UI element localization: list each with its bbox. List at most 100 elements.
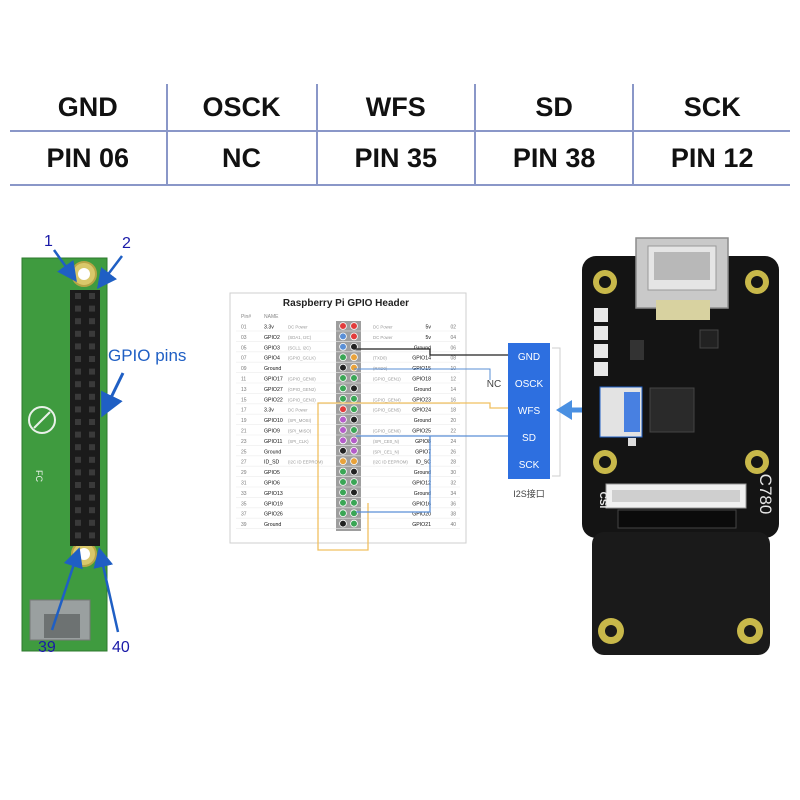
gpio-table-title: Raspberry Pi GPIO Header [283,298,409,309]
gpio-pin-name: GPIO3 [264,345,280,351]
gpio-pin-function: DC Power [373,325,393,330]
label-pin-2: 2 [122,235,131,252]
i2s-pin-wfs: WFS [518,406,541,417]
i2s-pin-sck: SCK [519,460,540,471]
pin-table-header-gnd: GND [10,84,167,132]
gpio-pins-label: GPIO pins [108,346,186,365]
gpio-pin-name: Ground [414,345,431,351]
gpio-pin-function: (SPI_CE1_N) [373,449,400,454]
pi-header-pin [89,293,95,299]
i2s-pin-gnd: GND [518,352,540,363]
pi-header-pin [75,356,81,362]
gpio-pin-function: (I2C ID EEPROM) [288,460,323,465]
gpio-pin-dot [350,446,358,455]
gpio-pin-number: 34 [450,491,456,497]
pi-header-pin [89,318,95,325]
gpio-pin-name: GPIO4 [264,356,280,362]
pi-header-pin [75,482,81,488]
gpio-pin-dot [339,353,347,362]
pi-header-pin [75,305,81,312]
gpio-pin-name: GPIO6 [264,481,280,487]
i2s-pin-osck: OSCK [515,379,544,390]
gpio-pin-dot [350,457,358,466]
i2s-pin-box [508,343,550,479]
gpio-pin-dot [339,394,347,403]
gpio-pin-name: GPIO25 [412,429,431,435]
gpio-pin-dot [339,467,347,476]
gpio-pin-function: DC Power [373,335,393,340]
gpio-pin-name: 5v [426,335,432,341]
gpio-pin-function: (GPIO_GCLK) [288,356,316,361]
pi-header-pin [75,368,81,375]
gpio-pin-number: 13 [241,387,247,393]
gpio-pin-number: 12 [450,377,456,383]
gpio-pin-dot [350,363,358,372]
gpio-pin-number: 11 [241,377,246,383]
pi-header-pin [89,431,95,438]
gpio-pin-function: (SDA1, I2C) [288,335,312,340]
gpio-pin-function: (SPI_CE0_N) [373,439,400,444]
gpio-pin-function: (SPI_MISO) [288,429,312,434]
pin-table-value-osck: NC [165,131,317,186]
gpio-pin-dot [350,509,358,518]
pi-header-pin [75,419,81,425]
gpio-pin-name: GPIO20 [412,512,431,518]
pi-header-pin [89,532,95,539]
pi-silkscreen: FC [34,470,44,482]
pi-header-pin [89,393,95,400]
label-pin-40: 40 [112,639,130,656]
pi-header-pin [89,519,95,526]
module-lower-board [592,532,770,655]
gpio-pin-dot [339,457,347,466]
gpio-pin-number: 29 [241,470,247,476]
pin-table-header-row: GND OSCK WFS SD SCK [10,84,790,132]
gpio-pin-function: DC Power [288,408,308,413]
module-chip [649,387,695,433]
gpio-pin-name: GPIO5 [264,470,280,476]
gpio-pin-number: 21 [241,429,247,435]
gpio-pin-function: (SPI_CLK) [288,439,309,444]
gpio-pin-dot [350,467,358,476]
pi-header-pin [75,318,81,325]
gpio-pin-number: 25 [241,449,247,455]
gpio-pin-number: 05 [241,345,247,351]
gpio-pin-number: 14 [450,387,456,393]
module-header-pads [594,308,608,376]
pi-header-pin [75,532,81,539]
gpio-pin-name: Ground [264,366,281,372]
c780-module: CSI C780 [582,237,779,655]
gpio-pin-dot [350,353,358,362]
gpio-pin-number: 31 [241,481,247,487]
i2s-caption: I2S接口 [513,488,545,499]
pi-header-pin [89,444,95,451]
gpio-pin-number: 33 [241,491,247,497]
gpio-pin-number: 39 [241,522,247,528]
pi-header-pin [75,393,81,400]
gpio-pin-function: (I2C ID EEPROM) [373,460,408,465]
pi-header-pin [75,343,81,350]
pin-table-header-sck: SCK [632,84,790,132]
pin-table-value-sd: PIN 38 [473,131,634,186]
pi-header-pin [89,406,95,413]
gpio-pin-function: (TXD0) [373,356,387,361]
gpio-pin-dot [350,436,358,445]
pin-table-value-sck: PIN 12 [632,131,790,186]
gpio-pin-name: GPIO8 [415,439,431,445]
gpio-pin-number: 36 [450,501,456,507]
gpio-pin-function: (GPIO_GEN4) [373,397,401,402]
gpio-pin-number: 37 [241,512,247,518]
pi-header-pin [89,356,95,362]
gpio-pin-number: 32 [450,481,456,487]
gpio-header-pins [70,290,100,546]
gpio-pin-name: 3.3v [264,408,274,414]
csi-label: CSI [597,492,608,509]
gpio-pin-dot [339,332,347,341]
module-model-label: C780 [756,474,775,515]
gpio-pin-name: GPIO17 [264,377,283,383]
gpio-col-pin: Pin# [241,314,251,320]
